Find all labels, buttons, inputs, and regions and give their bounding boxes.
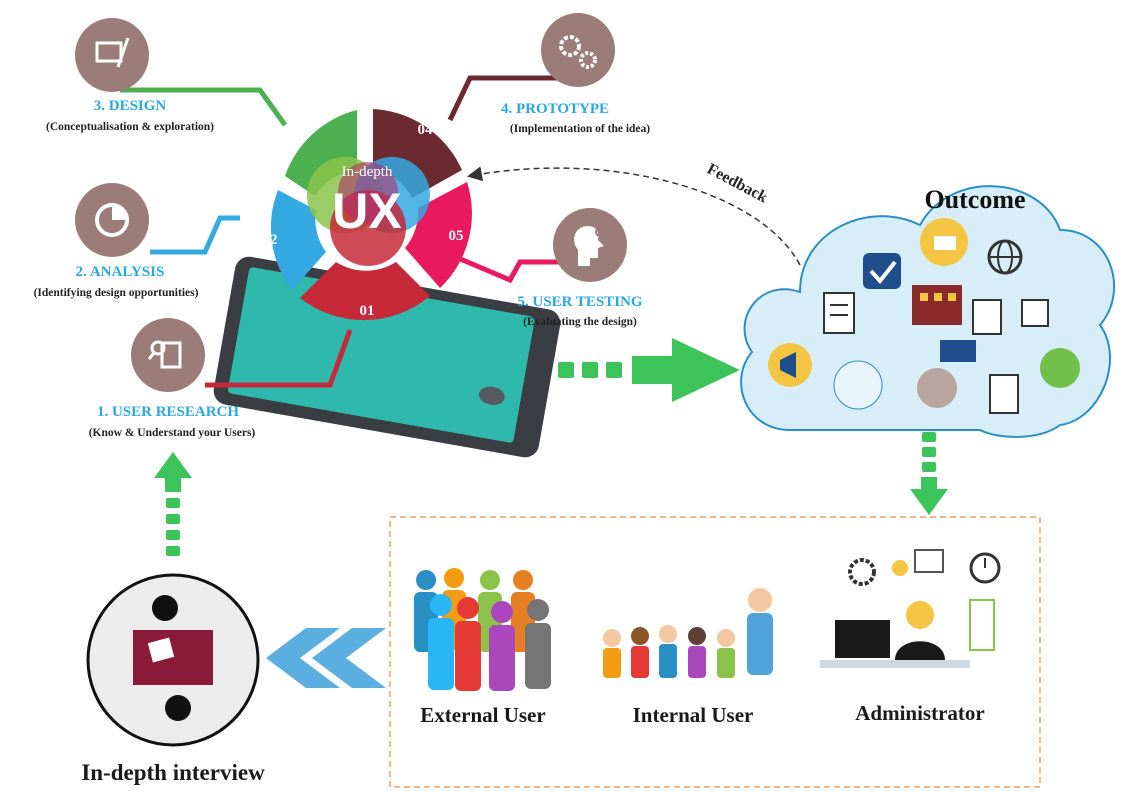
building-icon xyxy=(912,285,962,325)
stage-design-title: 3. DESIGN xyxy=(94,98,167,114)
internal-users-illustration xyxy=(603,588,773,678)
books-icon xyxy=(917,368,957,408)
monitor-icon xyxy=(940,340,976,362)
design-tools-icon xyxy=(95,41,123,63)
clipboard-icon xyxy=(823,292,855,334)
feedback-arrow: Feedback xyxy=(467,161,801,266)
outcome-label: Outcome xyxy=(924,185,1025,214)
segment-05-number: 05 xyxy=(449,228,464,244)
arrow-to-research xyxy=(154,452,192,556)
research-document-icon xyxy=(160,341,182,369)
internal-user-label: Internal User xyxy=(633,703,754,727)
stage-analysis-subtitle: (Identifying design opportunities) xyxy=(34,287,199,299)
segment-03-number: 03 xyxy=(297,122,312,138)
prototype-icon-circle xyxy=(541,13,615,87)
outcome-cloud: Outcome xyxy=(740,185,1116,438)
feedback-label: Feedback xyxy=(704,161,770,207)
arrow-to-outcome xyxy=(558,338,740,402)
stage-prototype-subtitle: (Implementation of the idea) xyxy=(510,123,650,135)
chevrons-to-interview xyxy=(266,628,386,688)
stage-design-subtitle: (Conceptualisation & exploration) xyxy=(46,121,214,133)
administrator-label: Administrator xyxy=(855,701,985,725)
team-icon xyxy=(833,360,883,410)
tablet-device xyxy=(213,256,561,458)
stage-research-subtitle: (Know & Understand your Users) xyxy=(89,427,256,439)
document-icon xyxy=(989,374,1019,414)
center-main-label: UX xyxy=(332,183,401,239)
analysis-icon-circle xyxy=(75,183,149,257)
graduate-icon xyxy=(1040,348,1080,388)
segment-01 xyxy=(300,262,430,321)
external-user-label: External User xyxy=(420,703,545,727)
stage-connectors xyxy=(120,75,590,388)
in-depth-interview-illustration xyxy=(86,573,260,747)
calendar-icon xyxy=(1021,299,1049,327)
stage-testing-subtitle: (Evaluating the design) xyxy=(523,316,637,328)
segment-01-number: 01 xyxy=(360,303,375,319)
user-group-box xyxy=(389,516,1041,788)
segment-02-number: 02 xyxy=(263,232,278,248)
stage-testing-title: 5. USER TESTING xyxy=(517,294,643,310)
stage-prototype-title: 4. PROTOTYPE xyxy=(501,101,609,117)
segment-04-number: 04 xyxy=(418,122,434,138)
design-icon-circle xyxy=(75,18,149,92)
chart-report-icon xyxy=(972,299,1002,335)
interview-label: In-depth interview xyxy=(81,760,265,785)
center-top-label: In-depth xyxy=(342,164,393,180)
external-users-illustration xyxy=(414,568,551,691)
checkbox-icon xyxy=(863,253,901,289)
arrow-to-users xyxy=(910,432,948,515)
ux-center-logo: In-depth UX xyxy=(307,157,430,266)
gears-icon xyxy=(559,35,581,57)
testing-icon-circle xyxy=(553,208,627,282)
research-icon-circle xyxy=(131,318,205,392)
stage-analysis-title: 2. ANALYSIS xyxy=(76,264,165,280)
segment-02 xyxy=(270,190,326,290)
administrator-illustration xyxy=(820,549,1001,668)
stage-research-title: 1. USER RESEARCH xyxy=(97,404,239,420)
user-head-gears-icon xyxy=(574,226,604,266)
